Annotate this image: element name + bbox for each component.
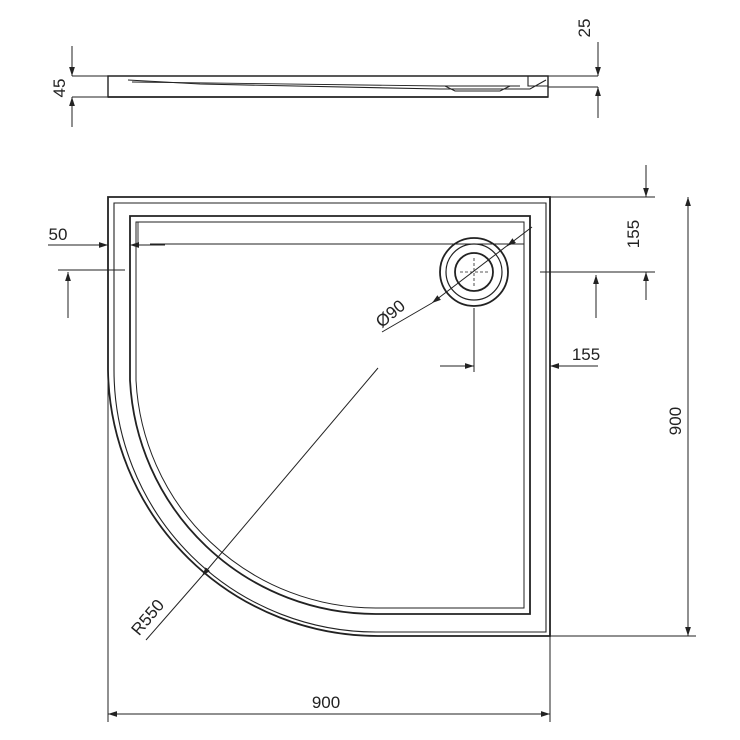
waste-diameter-label: Ø90	[372, 296, 409, 331]
top-view	[48, 165, 696, 722]
radius-label: R550	[127, 596, 168, 639]
drain-icon	[439, 237, 509, 307]
width-label: 900	[312, 693, 340, 712]
tray-outer-rim-line	[113, 202, 547, 633]
total-height-label: 45	[50, 79, 69, 98]
dimension-waste-offset-right	[440, 308, 598, 372]
tray-outer-outline	[107, 196, 551, 637]
dimension-total-height	[69, 46, 108, 127]
waste-offset-top-label: 155	[624, 220, 643, 248]
dimension-tray-depth	[548, 42, 601, 118]
dimension-radius	[145, 367, 379, 641]
tray-depth-label: 25	[575, 19, 594, 38]
dimension-rim-width	[48, 242, 165, 318]
side-view-rim-step	[527, 76, 548, 87]
basin-inner-outline	[129, 215, 531, 615]
depth-label: 900	[666, 407, 685, 435]
dimension-waste-offset-top	[540, 165, 655, 318]
dimension-width	[107, 370, 551, 722]
waste-offset-right-label: 155	[572, 345, 600, 364]
rim-width-label: 50	[49, 225, 68, 244]
side-view-waste-bump	[444, 85, 511, 92]
side-view	[69, 42, 601, 127]
dimension-depth	[550, 197, 696, 637]
dimension-waste-diameter	[381, 226, 533, 333]
side-view-floor-line	[131, 81, 520, 87]
basin-floor-line	[137, 222, 524, 245]
basin-inner-line	[135, 221, 525, 609]
